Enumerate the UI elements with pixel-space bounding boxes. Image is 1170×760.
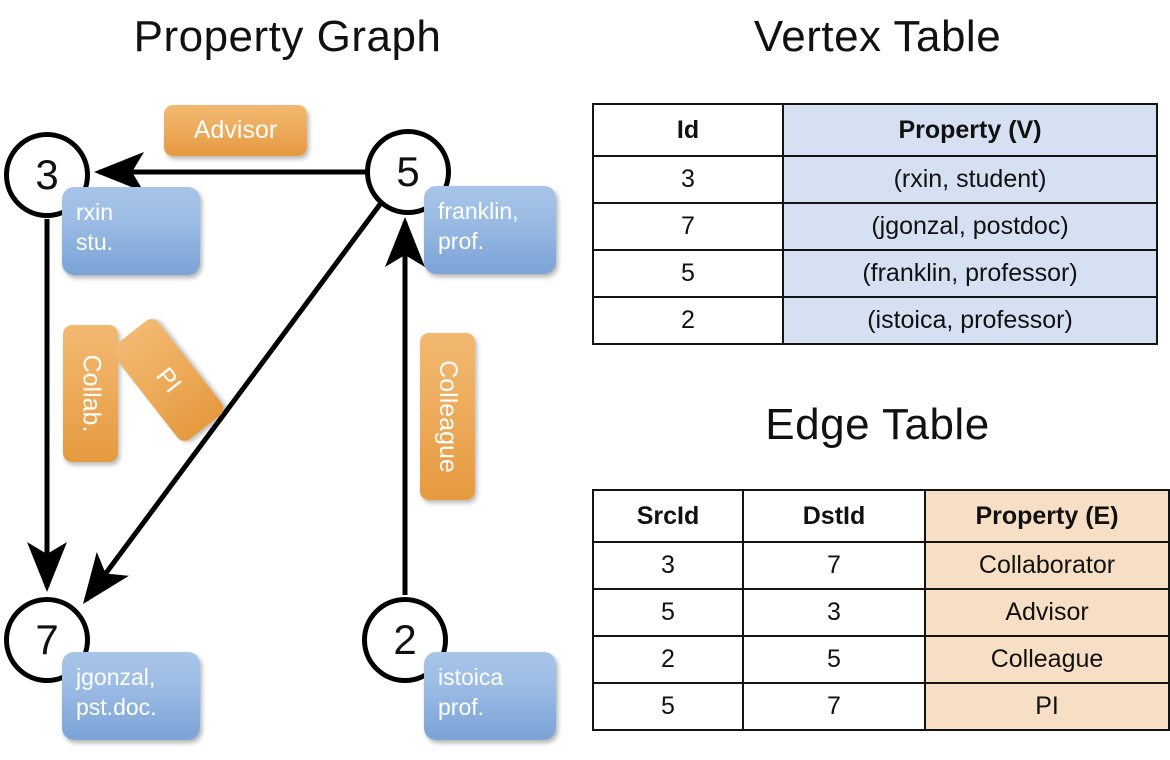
table-row: 2 (istoica, professor) bbox=[592, 296, 1158, 345]
node-property-2-line2: prof. bbox=[438, 694, 485, 721]
vertex-table: Id Property (V) 3 (rxin, student) 7 (jgo… bbox=[592, 103, 1158, 345]
vertex-table-header-row: Id Property (V) bbox=[592, 103, 1158, 157]
graph-node-2-id: 2 bbox=[393, 616, 417, 663]
graph-node-5[interactable]: 5 bbox=[365, 129, 451, 215]
node-property-7-line2: pst.doc. bbox=[76, 694, 157, 721]
edge-row-1-dst: 3 bbox=[742, 588, 926, 637]
edge-row-3-src: 5 bbox=[592, 682, 744, 731]
node-property-3-line2: stu. bbox=[76, 229, 114, 256]
graph-node-2[interactable]: 2 bbox=[362, 597, 448, 683]
edge-row-2-src: 2 bbox=[592, 635, 744, 684]
edge-row-0-property: Collaborator bbox=[924, 541, 1170, 590]
node-property-box-3: rxin stu. bbox=[62, 187, 200, 275]
page-title-vertex-table: Vertex Table bbox=[753, 12, 1002, 61]
graph-node-5-id: 5 bbox=[396, 148, 420, 195]
edge-row-0-dst: 7 bbox=[742, 541, 926, 590]
edge-row-2-property: Colleague bbox=[924, 635, 1170, 684]
edge-row-1-src: 5 bbox=[592, 588, 744, 637]
edge-label-pi-text: PI bbox=[150, 361, 187, 398]
edge-row-1-property: Advisor bbox=[924, 588, 1170, 637]
node-property-box-5: franklin, prof. bbox=[424, 186, 556, 274]
edge-label-advisor-text: Advisor bbox=[193, 116, 278, 144]
property-graph-diagram: 3 5 7 2 rxin stu. franklin, prof. jgonza… bbox=[0, 0, 580, 760]
page-title-property-graph: Property Graph bbox=[133, 12, 442, 61]
edge-label-colleague-text: Colleague bbox=[434, 360, 462, 473]
vertex-row-2-id: 5 bbox=[592, 249, 784, 298]
node-property-3-line1: rxin bbox=[76, 199, 114, 225]
vertex-row-2-property: (franklin, professor) bbox=[782, 249, 1158, 298]
edge-table-header-row: SrcId DstId Property (E) bbox=[592, 489, 1170, 543]
edge-label-badge-advisor: Advisor bbox=[164, 105, 307, 156]
edge-table-header-srcid: SrcId bbox=[592, 489, 744, 543]
table-row: 5 3 Advisor bbox=[592, 588, 1170, 637]
graph-edges-layer bbox=[27, 152, 425, 605]
vertex-table-header-property: Property (V) bbox=[782, 103, 1158, 157]
edge-table: SrcId DstId Property (E) 3 7 Collaborato… bbox=[592, 489, 1170, 731]
page-title-edge-table: Edge Table bbox=[765, 400, 990, 449]
edge-label-badge-colleague: Colleague bbox=[420, 333, 475, 500]
edge-row-3-property: PI bbox=[924, 682, 1170, 731]
edge-5-7-pi bbox=[83, 201, 384, 605]
edge-label-badge-collab: Collab. bbox=[63, 325, 118, 462]
edge-row-0-src: 3 bbox=[592, 541, 744, 590]
edge-row-2-dst: 5 bbox=[742, 635, 926, 684]
vertex-row-0-property: (rxin, student) bbox=[782, 155, 1158, 204]
graph-node-3-id: 3 bbox=[35, 151, 59, 198]
node-property-box-2: istoica prof. bbox=[424, 652, 556, 740]
node-property-box-7: jgonzal, pst.doc. bbox=[62, 652, 200, 740]
table-row: 7 (jgonzal, postdoc) bbox=[592, 202, 1158, 251]
node-property-7-line1: jgonzal, bbox=[76, 664, 156, 690]
table-row: 3 (rxin, student) bbox=[592, 155, 1158, 204]
graph-node-7-id: 7 bbox=[35, 616, 59, 663]
node-property-5-line2: prof. bbox=[438, 228, 485, 255]
node-property-5-line1: franklin, bbox=[438, 198, 519, 224]
table-row: 2 5 Colleague bbox=[592, 635, 1170, 684]
edge-table-header-dstid: DstId bbox=[742, 489, 926, 543]
edge-row-3-dst: 7 bbox=[742, 682, 926, 731]
table-row: 5 7 PI bbox=[592, 682, 1170, 731]
table-row: 5 (franklin, professor) bbox=[592, 249, 1158, 298]
edge-table-header-property: Property (E) bbox=[924, 489, 1170, 543]
vertex-row-3-property: (istoica, professor) bbox=[782, 296, 1158, 345]
edge-label-collab-text: Collab. bbox=[77, 354, 106, 433]
vertex-table-header-id: Id bbox=[592, 103, 784, 157]
vertex-row-1-property: (jgonzal, postdoc) bbox=[782, 202, 1158, 251]
vertex-row-0-id: 3 bbox=[592, 155, 784, 204]
vertex-row-3-id: 2 bbox=[592, 296, 784, 345]
vertex-row-1-id: 7 bbox=[592, 202, 784, 251]
table-row: 3 7 Collaborator bbox=[592, 541, 1170, 590]
node-property-2-line1: istoica bbox=[438, 664, 504, 690]
